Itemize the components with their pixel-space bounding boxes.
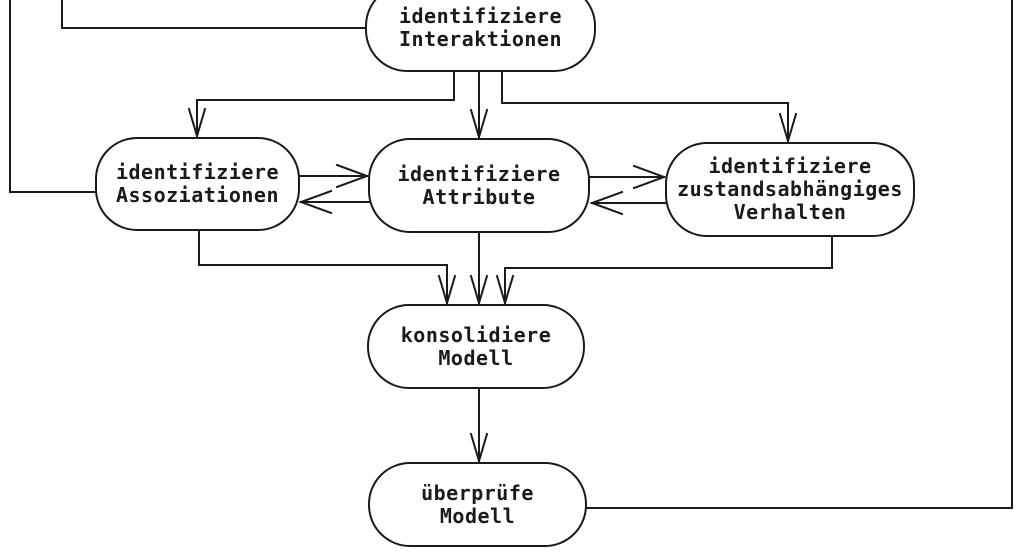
node-label-identifiziere-assoziationen: identifiziere Assoziationen xyxy=(115,160,280,207)
edge-verhalten-to-konsolidiere xyxy=(504,236,833,304)
arrowhead-konsolidiere-to-ueberpruefe xyxy=(469,432,489,465)
node-ueberpruefe-modell: überprüfe Modell xyxy=(368,462,587,547)
node-identifiziere-assoziationen: identifiziere Assoziationen xyxy=(95,137,300,231)
node-label-konsolidiere-modell: konsolidiere Modell xyxy=(400,322,552,370)
node-konsolidiere-modell: konsolidiere Modell xyxy=(367,304,585,389)
arrowhead-attribute-to-verhalten xyxy=(632,164,667,190)
arrowhead-interaktionen-to-assoziationen xyxy=(187,107,207,140)
arrowhead-verhalten-to-konsolidiere xyxy=(495,274,515,307)
arrowhead-attribute-to-assoziationen xyxy=(298,189,333,215)
arrowhead-assoziationen-to-konsolidiere xyxy=(437,274,457,307)
arrowhead-verhalten-to-attribute xyxy=(589,190,624,216)
arrowhead-interaktionen-to-attribute xyxy=(469,108,489,141)
arrowhead-interaktionen-to-verhalten xyxy=(778,112,798,145)
edge-feedback-top-to-assoziationen-left xyxy=(9,0,97,193)
node-label-identifiziere-zustandsabhaengiges-verhalten: identifiziere zustandsabhängiges Verhalt… xyxy=(677,154,903,224)
arrowhead-assoziationen-to-attribute xyxy=(335,163,370,189)
node-identifiziere-attribute: identifiziere Attribute xyxy=(368,138,590,233)
node-identifiziere-zustandsabhaengiges-verhalten: identifiziere zustandsabhängiges Verhalt… xyxy=(665,142,915,237)
edge-ueberpruefe-feedback-right-to-top xyxy=(585,0,1013,509)
arrowhead-attribute-to-konsolidiere xyxy=(469,274,489,307)
node-identifiziere-interaktionen: identifiziere Interaktionen xyxy=(365,0,596,72)
edge-interaktionen-to-verhalten xyxy=(501,71,789,142)
edge-assoziationen-to-konsolidiere xyxy=(198,230,448,304)
edge-interaktionen-to-assoziationen xyxy=(196,71,455,137)
edge-feedback-top-to-interaktionen-left xyxy=(61,0,365,29)
node-label-identifiziere-attribute: identifiziere Attribute xyxy=(397,161,561,209)
node-label-identifiziere-interaktionen: identifiziere Interaktionen xyxy=(398,4,563,51)
node-label-ueberpruefe-modell: überprüfe Modell xyxy=(421,480,534,528)
